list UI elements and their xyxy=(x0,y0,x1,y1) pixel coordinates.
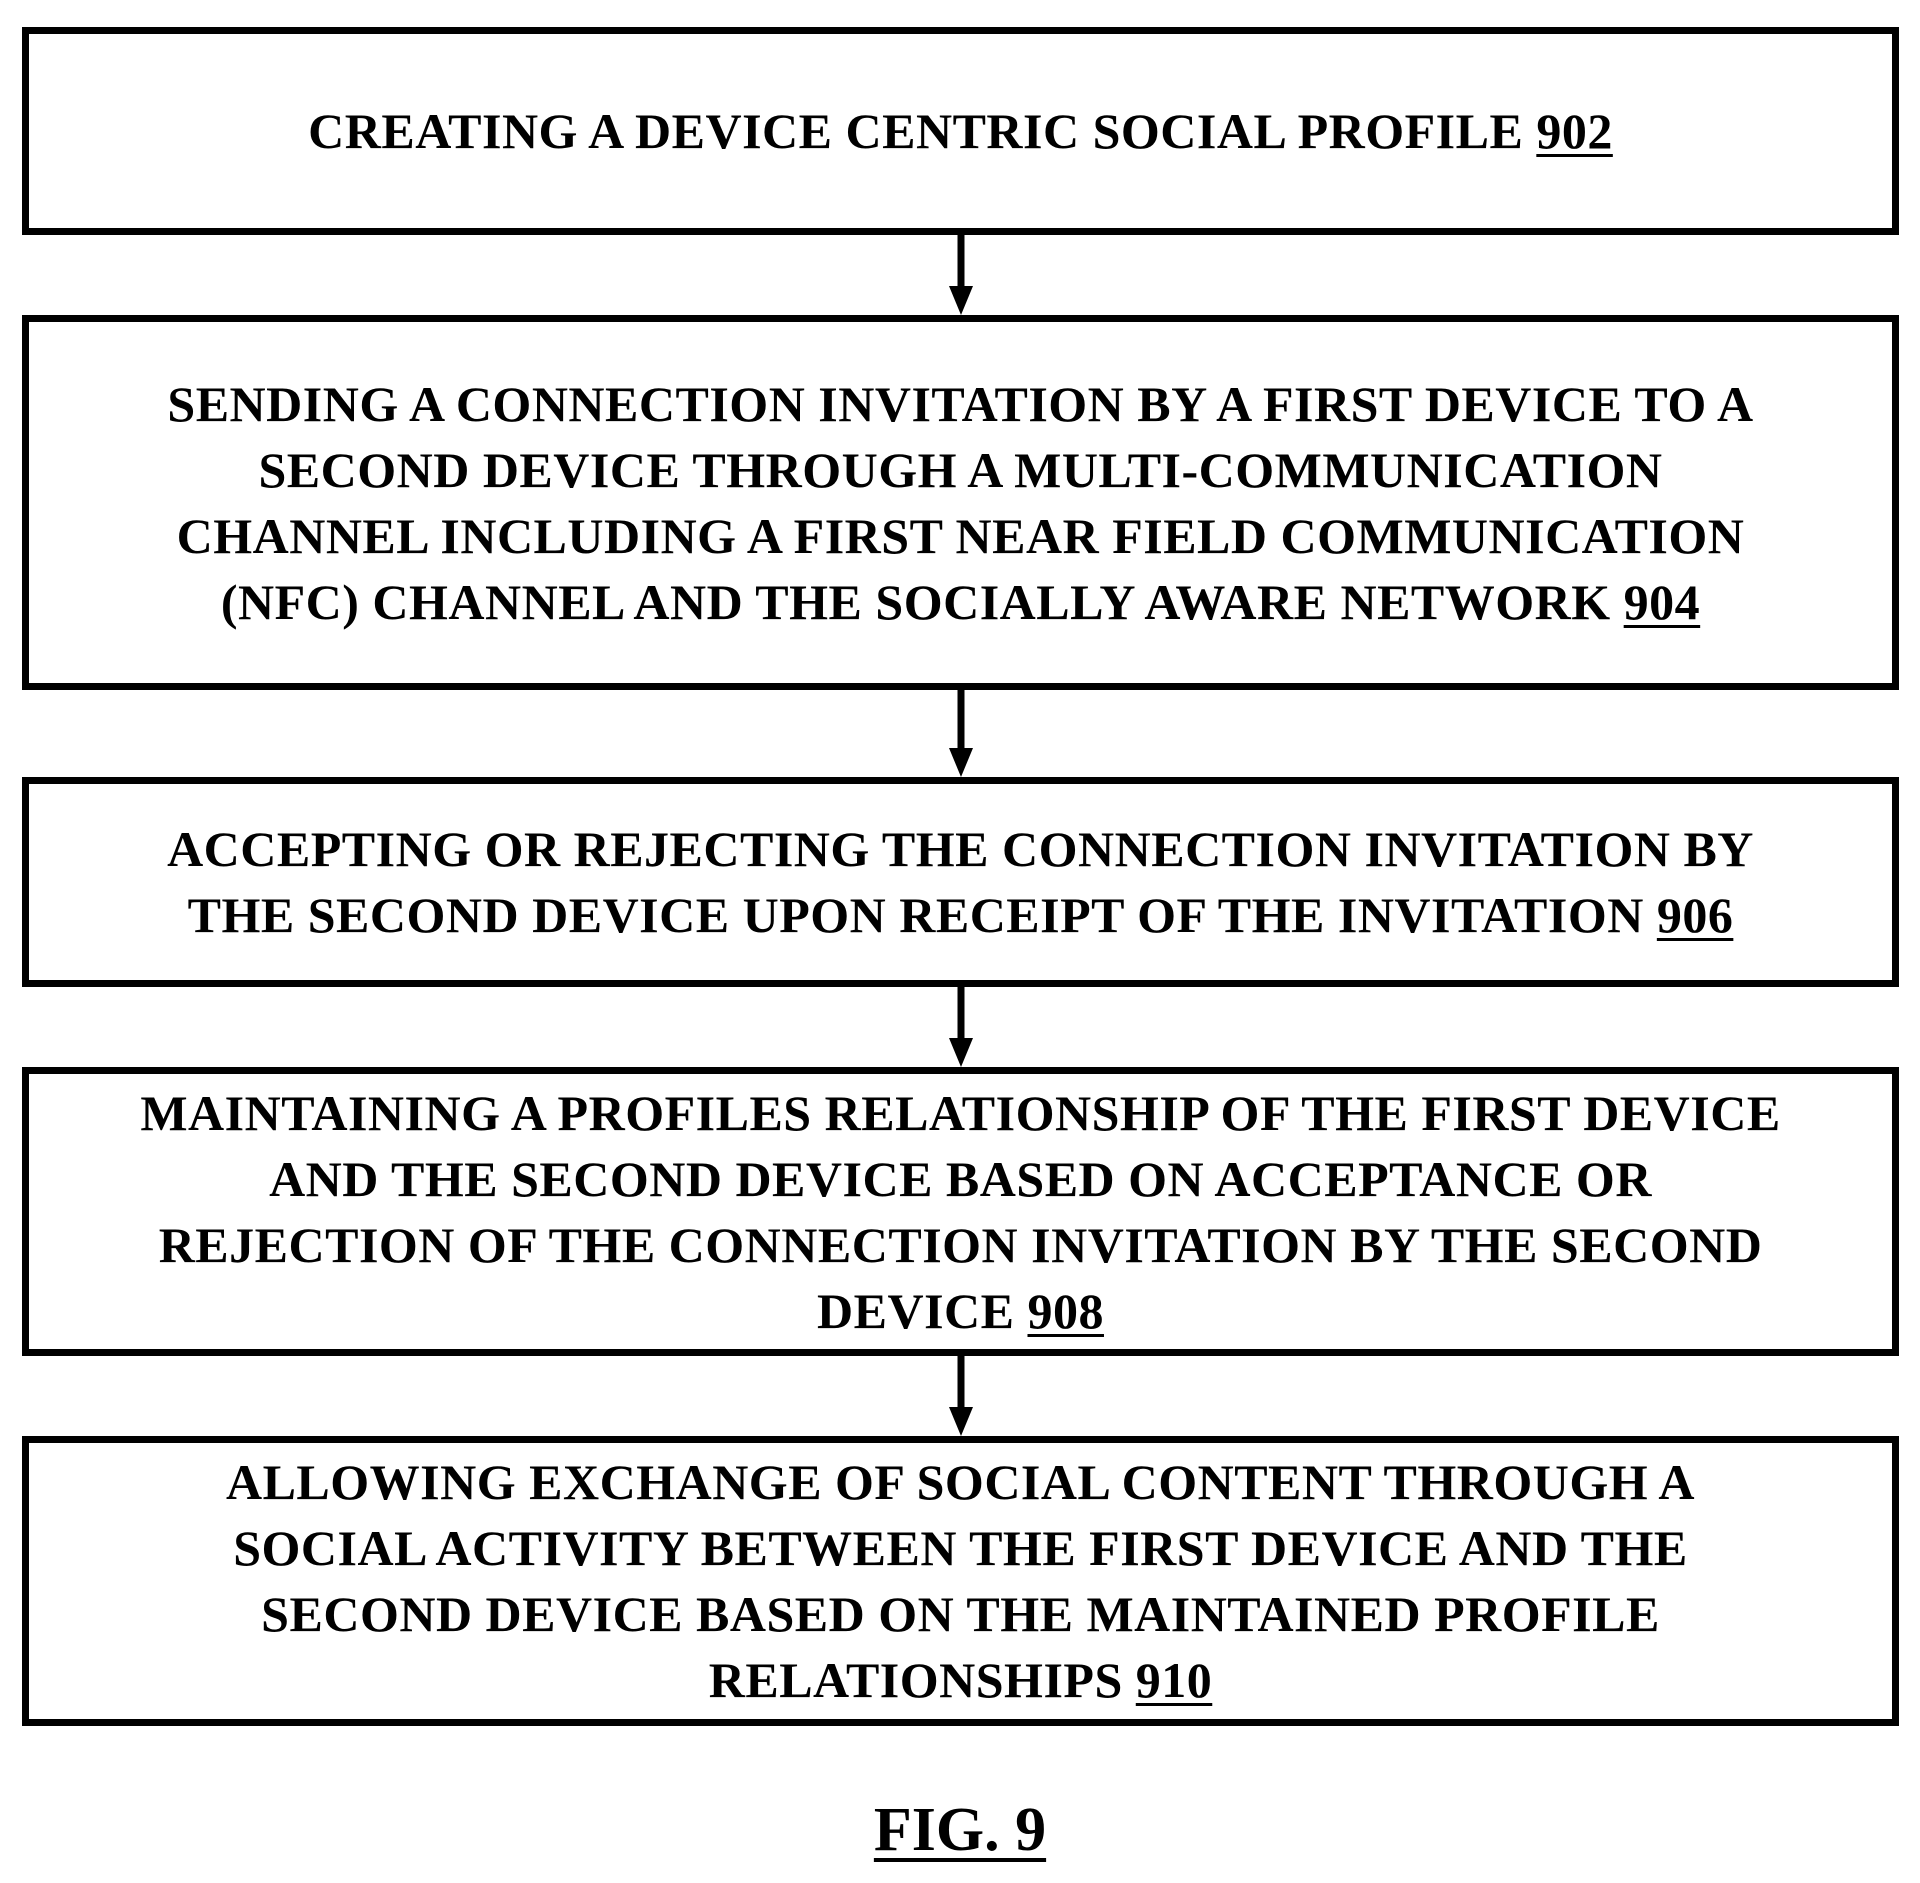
step-902-ref: 902 xyxy=(1536,103,1613,159)
arrow-904-to-906 xyxy=(949,690,973,777)
step-904-ref: 904 xyxy=(1623,573,1701,630)
step-910-ref: 910 xyxy=(1135,1652,1213,1708)
step-box-910: ALLOWING EXCHANGE OF SOCIAL CONTENT THRO… xyxy=(22,1436,1899,1726)
step-text-906: ACCEPTING OR REJECTING THE CONNECTION IN… xyxy=(149,816,1772,948)
step-box-908: MAINTAINING A PROFILES RELATIONSHIP OF T… xyxy=(22,1067,1899,1356)
step-904-line-1: SENDING A CONNECTION INVITATION BY A FIR… xyxy=(167,375,1754,432)
step-text-910: ALLOWING EXCHANGE OF SOCIAL CONTENT THRO… xyxy=(208,1449,1713,1713)
step-text-908: MAINTAINING A PROFILES RELATIONSHIP OF T… xyxy=(122,1080,1798,1344)
step-box-904: SENDING A CONNECTION INVITATION BY A FIR… xyxy=(22,315,1899,690)
figure-label: FIG. 9 xyxy=(0,1795,1920,1865)
step-906-line-2: THE SECOND DEVICE UPON RECEIPT OF THE IN… xyxy=(187,887,1644,943)
arrow-906-to-908 xyxy=(949,987,973,1067)
step-text-902: CREATING A DEVICE CENTRIC SOCIAL PROFILE… xyxy=(290,98,1631,164)
arrow-908-to-910 xyxy=(949,1356,973,1436)
step-908-ref: 908 xyxy=(1027,1282,1104,1339)
step-908-line-1: MAINTAINING A PROFILES RELATIONSHIP OF T… xyxy=(140,1084,1781,1141)
step-908-line-4: DEVICE xyxy=(817,1282,1015,1339)
step-904-line-2: SECOND DEVICE THROUGH A MULTI-COMMUNICAT… xyxy=(258,441,1663,498)
step-910-line-2: SOCIAL ACTIVITY BETWEEN THE FIRST DEVICE… xyxy=(233,1520,1688,1576)
step-910-line-1: ALLOWING EXCHANGE OF SOCIAL CONTENT THRO… xyxy=(225,1454,1696,1510)
step-908-line-3: REJECTION OF THE CONNECTION INVITATION B… xyxy=(158,1216,1763,1273)
step-906-line-1: ACCEPTING OR REJECTING THE CONNECTION IN… xyxy=(167,821,1754,877)
step-904-line-3: CHANNEL INCLUDING A FIRST NEAR FIELD COM… xyxy=(176,507,1745,564)
step-box-906: ACCEPTING OR REJECTING THE CONNECTION IN… xyxy=(22,777,1899,987)
figure-label-text: FIG. 9 xyxy=(873,1796,1047,1864)
step-box-902: CREATING A DEVICE CENTRIC SOCIAL PROFILE… xyxy=(22,27,1899,235)
step-908-line-2: AND THE SECOND DEVICE BASED ON ACCEPTANC… xyxy=(269,1150,1652,1207)
arrow-902-to-904 xyxy=(949,235,973,315)
step-text-904: SENDING A CONNECTION INVITATION BY A FIR… xyxy=(149,371,1771,635)
step-910-line-3: SECOND DEVICE BASED ON THE MAINTAINED PR… xyxy=(261,1586,1660,1642)
step-910-line-4: RELATIONSHIPS xyxy=(708,1652,1123,1708)
step-904-line-4: (NFC) CHANNEL AND THE SOCIALLY AWARE NET… xyxy=(220,573,1611,630)
step-906-ref: 906 xyxy=(1656,887,1734,943)
step-902-line-1: CREATING A DEVICE CENTRIC SOCIAL PROFILE xyxy=(308,103,1524,159)
